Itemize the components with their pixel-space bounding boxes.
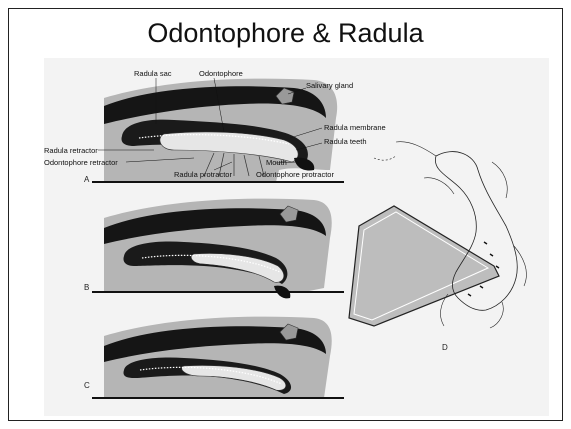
label-radula-teeth: Radula teeth — [324, 137, 367, 146]
panel-b-letter: B — [84, 283, 89, 292]
label-radula-sac: Radula sac — [134, 69, 172, 78]
diagram-svg: A Radula sac Odontophore Salivary gland … — [44, 58, 549, 416]
panel-b: B — [84, 199, 344, 299]
label-radula-protractor: Radula protractor — [174, 170, 232, 179]
panel-d-letter: D — [442, 343, 448, 352]
radula-figure: A Radula sac Odontophore Salivary gland … — [44, 58, 549, 416]
panel-a-letter: A — [84, 175, 90, 184]
panel-c-letter: C — [84, 381, 90, 390]
label-odontophore-protractor: Odontophore protractor — [256, 170, 334, 179]
label-odontophore: Odontophore — [199, 69, 243, 78]
label-salivary-gland: Salivary gland — [306, 81, 353, 90]
label-radula-retractor: Radula retractor — [44, 146, 98, 155]
label-radula-membrane: Radula membrane — [324, 123, 386, 132]
label-mouth: Mouth — [266, 158, 287, 167]
label-odontophore-retractor: Odontophore retractor — [44, 158, 118, 167]
slide-title: Odontophore & Radula — [0, 18, 571, 49]
